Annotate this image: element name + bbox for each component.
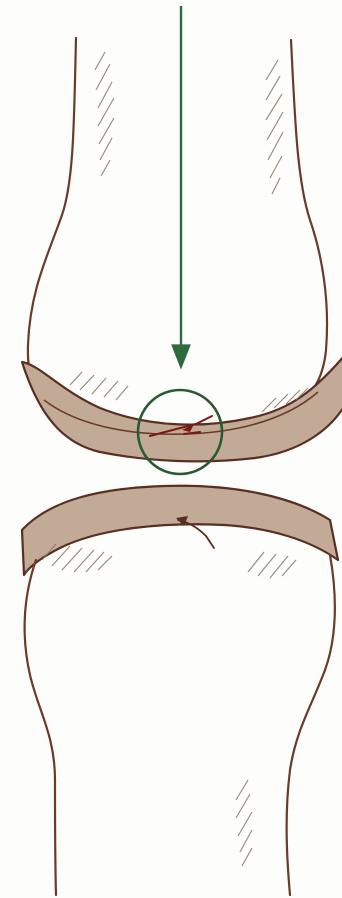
- lower-bone: [25, 555, 335, 895]
- upper-bone-right-outline: [291, 40, 327, 395]
- arrow-head: [172, 345, 190, 368]
- compression-arrow: [172, 6, 190, 368]
- lower-bone-left-outline: [25, 560, 56, 895]
- lower-bone-right-outline: [287, 555, 335, 895]
- upper-bone-left-outline: [28, 38, 76, 400]
